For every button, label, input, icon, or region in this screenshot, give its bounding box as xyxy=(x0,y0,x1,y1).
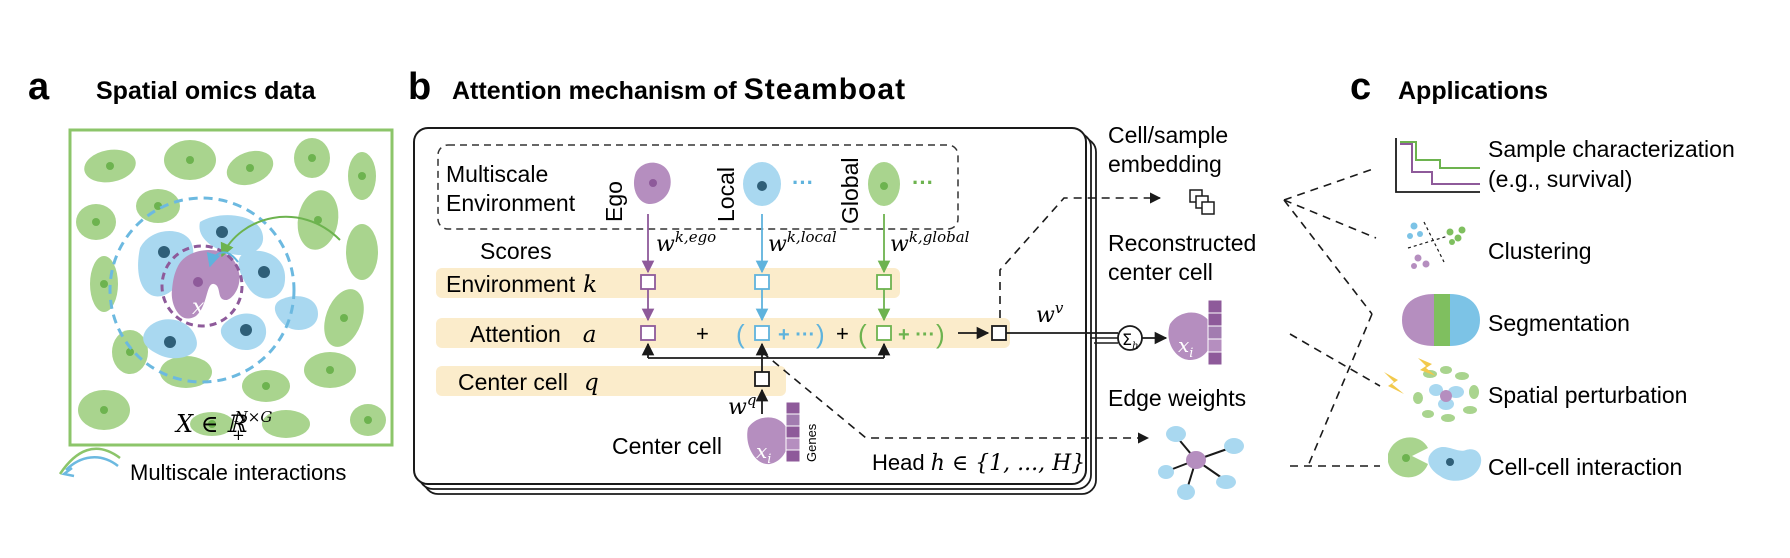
clustering-icon xyxy=(1407,221,1466,269)
tissue-cells xyxy=(76,138,386,438)
att-paren-open-local: ( xyxy=(736,319,745,349)
panel-a: a Spatial omics data xyxy=(28,66,394,485)
att-square-ego xyxy=(640,325,656,341)
local-scale-ring xyxy=(108,196,296,384)
embedding-stack-icon xyxy=(1189,189,1215,215)
local-ellipsis: ··· xyxy=(792,170,814,195)
panel-c-letter: c xyxy=(1350,66,1371,108)
app-survival-line1: Sample characterization xyxy=(1488,136,1735,162)
env-box-label-2: Environment xyxy=(446,190,576,216)
panel-c-title: Applications xyxy=(1398,77,1548,105)
env-square-ego xyxy=(640,274,656,290)
panel-c: c Applications Sample characterization (… xyxy=(1283,66,1735,481)
blue-nuclei xyxy=(158,226,270,348)
att-plus-ellipsis-global: + ··· xyxy=(898,324,935,346)
query-square xyxy=(754,371,770,387)
reconstructed-cell-label: xi xyxy=(1178,333,1193,361)
multiscale-legend-icon xyxy=(58,447,121,478)
att-paren-open-global: ( xyxy=(858,319,867,349)
output-recon-line2: center cell xyxy=(1108,259,1213,285)
app-cell-cell-interaction: Cell-cell interaction xyxy=(1488,454,1682,480)
head-label: Head h ∈ {1, ..., H} xyxy=(872,450,1085,476)
att-square-local xyxy=(754,325,770,341)
data-matrix-equation: X ∈ ℝ+N×G xyxy=(174,408,272,444)
center-cell-label: xi xyxy=(192,295,209,323)
center-cell-icon xyxy=(747,417,789,465)
weight-query: wq xyxy=(728,391,756,420)
att-plus-ellipsis-local: + ··· xyxy=(778,324,815,346)
multiscale-legend-label: Multiscale interactions xyxy=(130,460,346,485)
spatial-perturbation-icon xyxy=(1384,358,1479,422)
edge-weights-icon xyxy=(1158,426,1244,500)
multiscale-environment-box xyxy=(437,144,959,230)
panel-a-title: Spatial omics data xyxy=(96,77,317,105)
scale-label-local: Local xyxy=(713,167,739,222)
attention-row xyxy=(436,318,1010,348)
app-segmentation: Segmentation xyxy=(1488,310,1630,336)
panel-b-title: Attention mechanism of Steamboat xyxy=(452,73,906,106)
survival-curve-icon xyxy=(1395,138,1480,193)
panel-b-letter: b xyxy=(408,66,431,108)
panel-b: b Attention mechanism of Steamboat Multi… xyxy=(408,66,1168,495)
att-plus-2: + xyxy=(836,321,849,346)
application-connectors xyxy=(1283,167,1381,467)
center-cell-caption: Center cell xyxy=(612,433,722,459)
gene-vector xyxy=(785,401,801,463)
ego-scale-ring xyxy=(160,244,244,328)
scale-label-global: Global xyxy=(837,158,863,224)
output-embedding-line1: Cell/sample xyxy=(1108,122,1228,148)
env-square-global xyxy=(876,274,892,290)
genes-label: Genes xyxy=(804,423,819,462)
weight-value: wv xyxy=(1036,299,1064,328)
environment-row xyxy=(436,268,900,298)
att-plus-1: + xyxy=(696,321,709,346)
center-cell-icon-label: xi xyxy=(756,439,771,467)
outputs: Cell/sample embedding Reconstructed cent… xyxy=(1108,122,1256,500)
scores-label: Scores xyxy=(480,238,552,264)
output-embedding-line2: embedding xyxy=(1108,151,1222,177)
sum-symbol: Σh xyxy=(1122,330,1139,352)
segmentation-icon xyxy=(1402,294,1480,346)
center-cell-row xyxy=(436,366,786,396)
att-square-global xyxy=(876,325,892,341)
cell-cell-interaction-icon xyxy=(1388,437,1482,481)
reconstructed-gene-vector xyxy=(1207,299,1223,366)
weight-global: wk,global xyxy=(890,228,970,257)
output-edges-label: Edge weights xyxy=(1108,385,1246,411)
reconstructed-cell-icon xyxy=(1168,312,1213,360)
app-survival-line2: (e.g., survival) xyxy=(1488,166,1632,192)
att-paren-close-local: ) xyxy=(816,319,825,349)
att-square-output xyxy=(991,325,1007,341)
global-ellipsis: ··· xyxy=(912,170,934,195)
app-clustering: Clustering xyxy=(1488,238,1592,264)
env-box-label-1: Multiscale xyxy=(446,161,548,187)
output-recon-line1: Reconstructed xyxy=(1108,230,1256,256)
weight-local: wk,local xyxy=(768,228,837,257)
env-square-local xyxy=(754,274,770,290)
panel-a-letter: a xyxy=(28,66,50,108)
weight-ego: wk,ego xyxy=(656,228,716,257)
center-cell xyxy=(171,249,240,319)
green-nuclei xyxy=(92,154,372,428)
scale-label-ego: Ego xyxy=(601,181,627,222)
steamboat-brand: Steamboat xyxy=(744,73,906,106)
edge-weight-connector xyxy=(761,351,1150,444)
app-spatial-perturbation: Spatial perturbation xyxy=(1488,382,1687,408)
att-paren-close-global: ) xyxy=(936,319,945,349)
